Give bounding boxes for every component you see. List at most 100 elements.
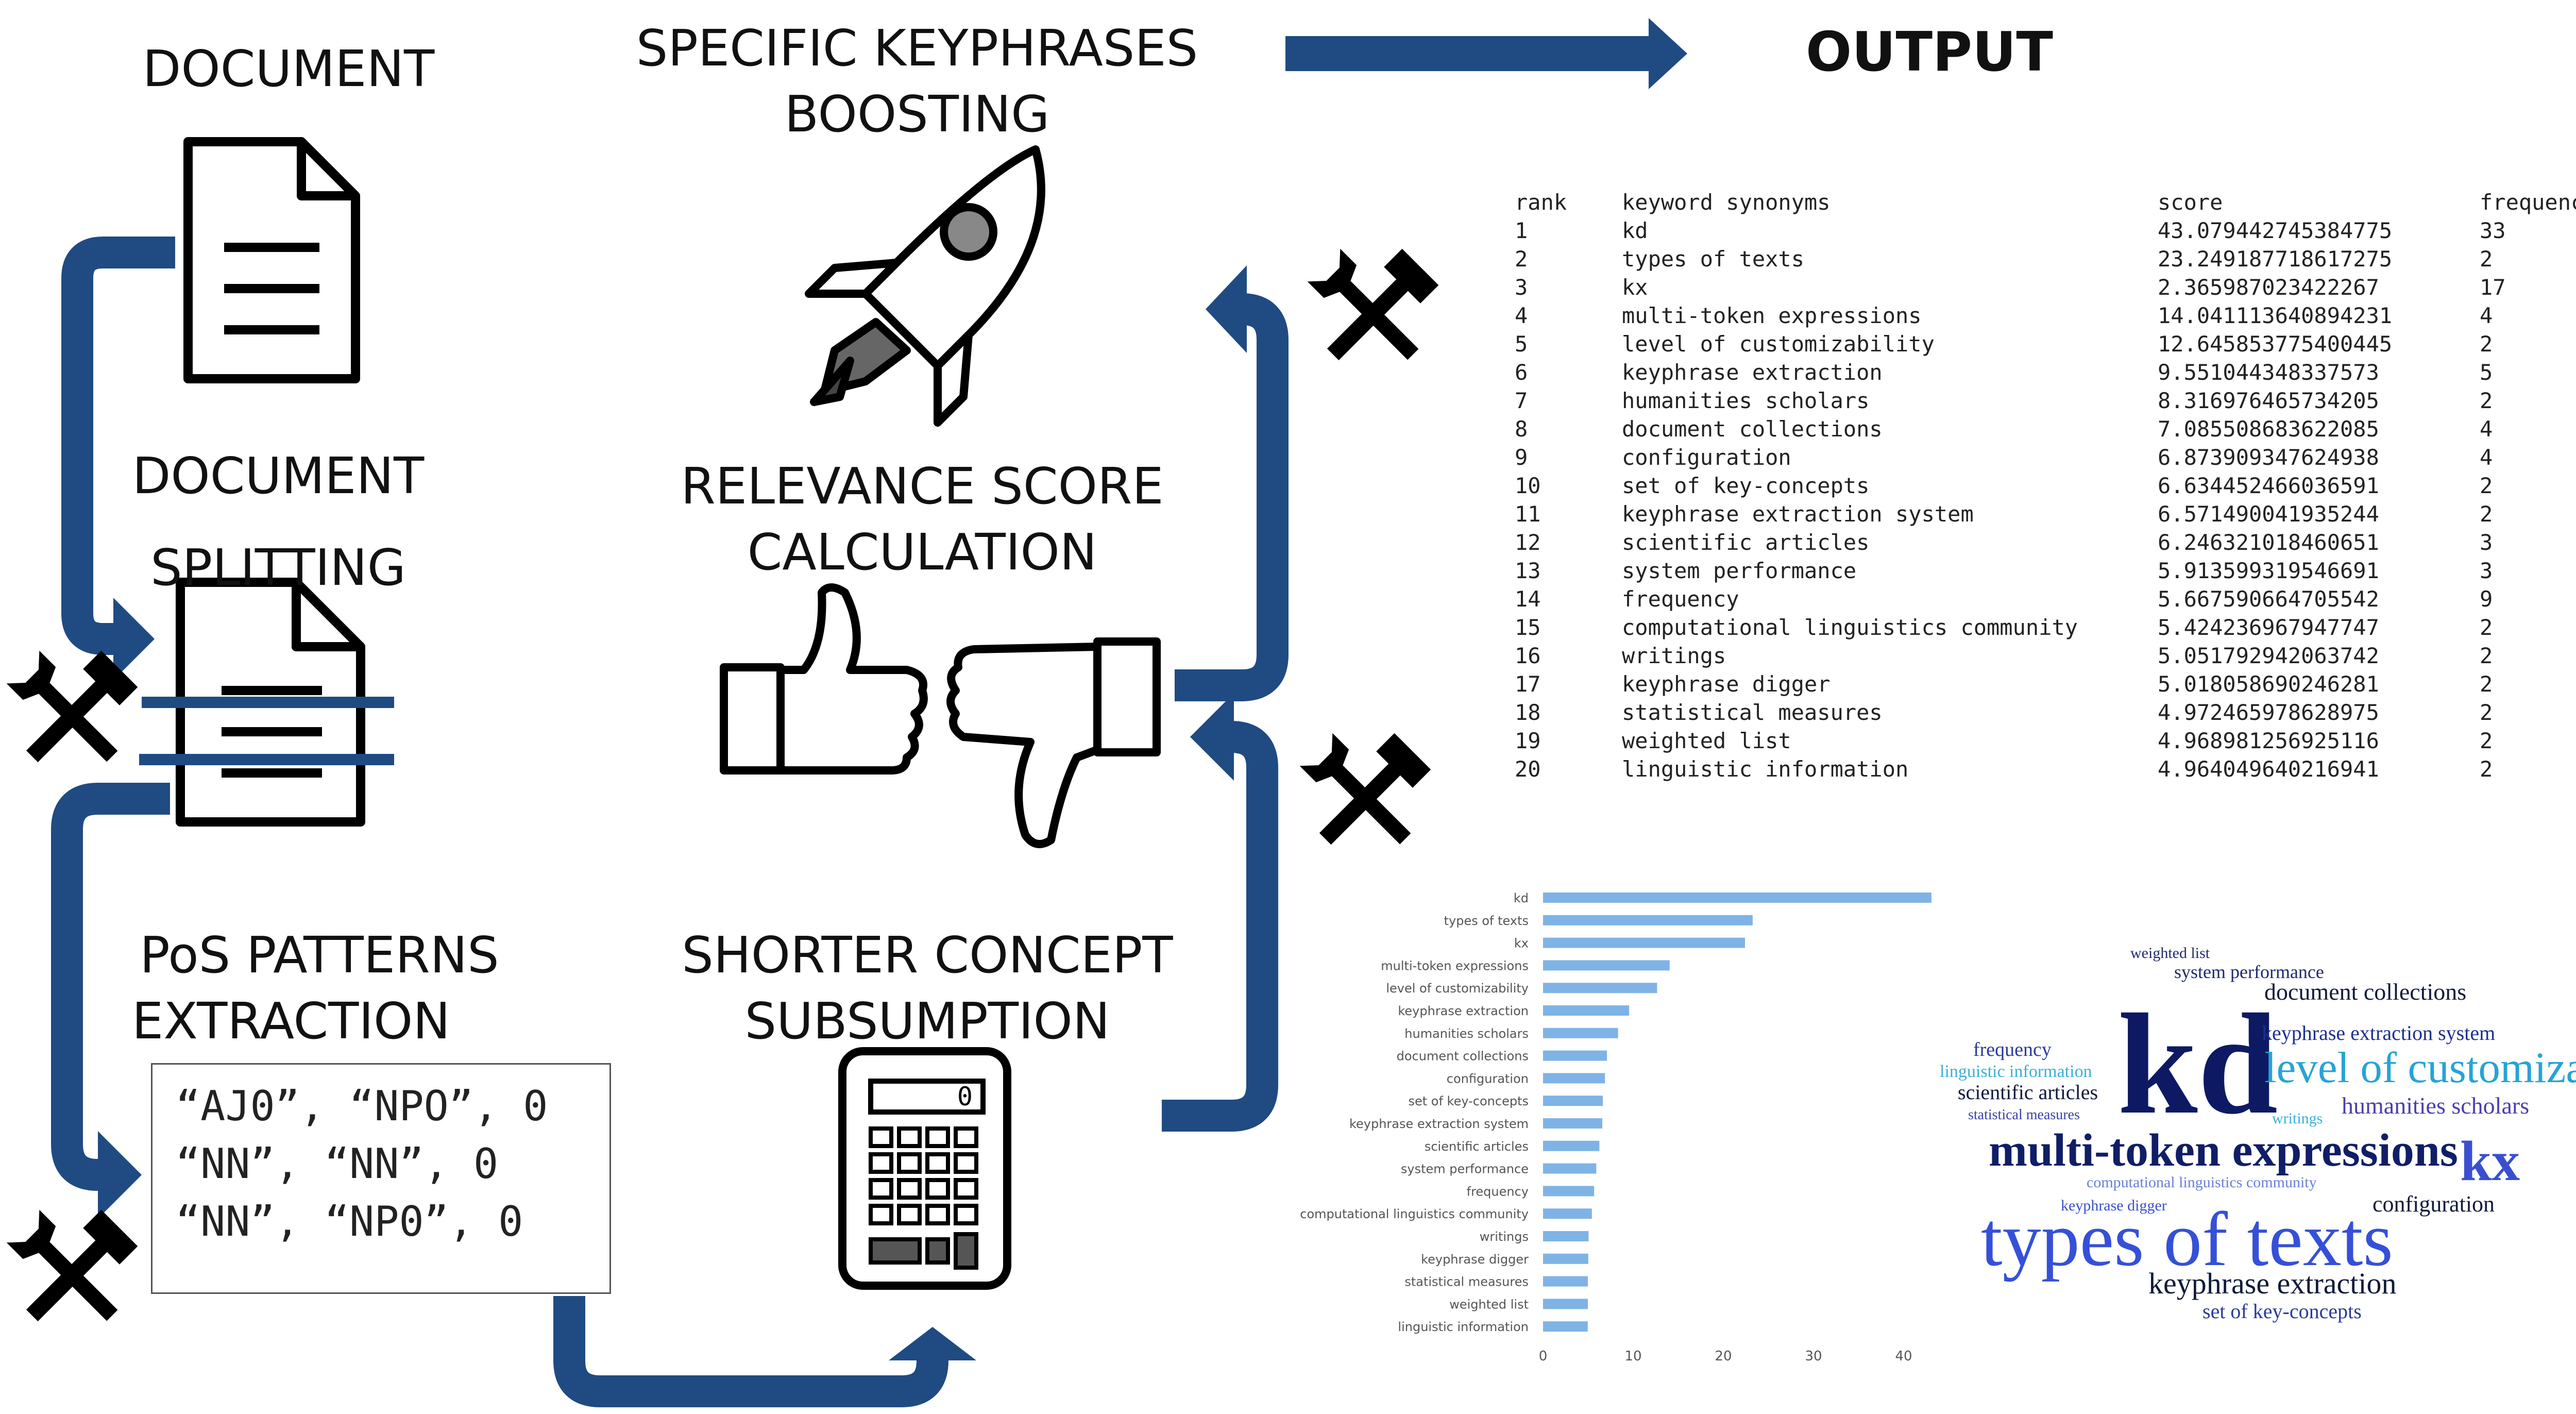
cell-rank: 19 bbox=[1515, 728, 1541, 753]
pos-pattern-line: “NN”, “NN”, 0 bbox=[176, 1140, 499, 1188]
x-tick-label: 30 bbox=[1805, 1349, 1822, 1364]
bar-category-label: system performance bbox=[1401, 1162, 1529, 1176]
wordcloud-word: computational linguistics community bbox=[2087, 1174, 2317, 1191]
wordcloud-word: linguistic information bbox=[1940, 1062, 2092, 1081]
cell-score: 7.085508683622085 bbox=[2158, 416, 2379, 442]
bar bbox=[1543, 1186, 1595, 1197]
cell-frequency: 2 bbox=[2480, 615, 2493, 640]
wordcloud-word: statistical measures bbox=[1968, 1107, 2080, 1123]
cell-keyword: kd bbox=[1622, 218, 1648, 243]
cell-keyword: keyphrase extraction system bbox=[1622, 501, 1974, 527]
bar-category-label: configuration bbox=[1447, 1071, 1529, 1086]
pos-pattern-line: “AJ0”, “NPO”, 0 bbox=[176, 1082, 548, 1130]
cell-score: 8.316976465734205 bbox=[2158, 388, 2379, 413]
cell-frequency: 5 bbox=[2480, 360, 2493, 385]
bar-category-label: document collections bbox=[1397, 1049, 1529, 1064]
wordcloud-word: kd bbox=[2117, 984, 2278, 1144]
flow-arrow-pos-to-subsumption bbox=[553, 1296, 976, 1407]
flow-arrow-relevance-to-boosting bbox=[1175, 265, 1289, 701]
stage-boosting-label: SPECIFIC KEYPHRASES BOOSTING bbox=[618, 15, 1216, 147]
bar bbox=[1543, 1231, 1589, 1241]
table-header-row: rank keyword synonyms score frequency bbox=[1515, 188, 2576, 216]
bar-category-label: frequency bbox=[1467, 1184, 1529, 1199]
tools-icon bbox=[1307, 248, 1439, 361]
stage-boosting-line1: SPECIFIC KEYPHRASES bbox=[636, 19, 1198, 77]
bar bbox=[1543, 1208, 1592, 1219]
cell-keyword: system performance bbox=[1622, 558, 1857, 583]
cell-frequency: 2 bbox=[2480, 643, 2493, 668]
cell-rank: 8 bbox=[1515, 416, 1528, 442]
tools-icon bbox=[6, 650, 138, 763]
stage-pos-line1: PoS PATTERNS bbox=[140, 926, 499, 984]
x-tick-label: 0 bbox=[1539, 1349, 1548, 1364]
stage-pos-label: PoS PATTERNS EXTRACTION bbox=[103, 922, 536, 1054]
stage-document-label: DOCUMENT bbox=[118, 36, 459, 102]
cell-keyword: set of key-concepts bbox=[1622, 473, 1870, 498]
wordcloud-word: keyphrase extraction bbox=[2148, 1267, 2397, 1300]
bar-category-label: keyphrase extraction system bbox=[1349, 1117, 1529, 1131]
cell-keyword: humanities scholars bbox=[1622, 388, 1870, 413]
calculator-display: 0 bbox=[957, 1082, 973, 1112]
bar-category-label: set of key-concepts bbox=[1408, 1094, 1529, 1108]
pos-pattern-line: “NN”, “NP0”, 0 bbox=[176, 1198, 523, 1245]
cell-keyword: computational linguistics community bbox=[1622, 615, 2078, 640]
cell-score: 12.645853775400445 bbox=[2158, 331, 2393, 357]
cell-keyword: scientific articles bbox=[1622, 530, 1870, 555]
flow-arrow-split-to-pos bbox=[51, 783, 170, 1219]
wordcloud-word: configuration bbox=[2372, 1191, 2495, 1217]
cell-keyword: configuration bbox=[1622, 445, 1791, 470]
wordcloud-word: frequency bbox=[1973, 1039, 2052, 1060]
bar bbox=[1543, 1299, 1588, 1309]
cell-rank: 5 bbox=[1515, 331, 1528, 357]
cell-keyword: writings bbox=[1622, 643, 1726, 668]
cell-score: 6.873909347624938 bbox=[2158, 445, 2379, 470]
bar-category-label: kx bbox=[1514, 936, 1529, 951]
cell-score: 6.571490041935244 bbox=[2158, 501, 2379, 527]
bar bbox=[1543, 1028, 1618, 1038]
bar bbox=[1543, 915, 1753, 925]
thumbs-up-icon bbox=[720, 583, 928, 775]
flow-arrow-to-output bbox=[1285, 18, 1687, 89]
stage-boosting-line2: BOOSTING bbox=[784, 85, 1050, 143]
bar-category-label: writings bbox=[1480, 1230, 1529, 1244]
bar bbox=[1543, 960, 1670, 971]
stage-subsumption-label: SHORTER CONCEPT SUBSUMPTION bbox=[644, 922, 1211, 1054]
bar bbox=[1543, 1253, 1588, 1264]
bar bbox=[1543, 1118, 1602, 1129]
cell-rank: 12 bbox=[1515, 530, 1541, 555]
column-header-frequency: frequency bbox=[2480, 190, 2576, 215]
wordcloud-word: keyphrase digger bbox=[2061, 1197, 2167, 1214]
cell-frequency: 4 bbox=[2480, 445, 2493, 470]
bar bbox=[1543, 1321, 1588, 1332]
cell-keyword: keyphrase digger bbox=[1622, 671, 1831, 697]
wordcloud-word: weighted list bbox=[2130, 945, 2210, 962]
cell-rank: 4 bbox=[1515, 303, 1528, 328]
wordcloud-word: keyphrase extraction system bbox=[2262, 1021, 2496, 1045]
cell-keyword: statistical measures bbox=[1622, 700, 1883, 725]
cell-score: 9.551044348337573 bbox=[2158, 360, 2379, 385]
bar-category-label: keyphrase extraction bbox=[1398, 1004, 1529, 1018]
bar-category-label: linguistic information bbox=[1398, 1320, 1529, 1334]
tools-icon bbox=[1299, 733, 1431, 845]
rocket-icon bbox=[805, 145, 1045, 427]
column-header-keyword: keyword synonyms bbox=[1622, 190, 1831, 215]
bar-category-label: statistical measures bbox=[1404, 1275, 1529, 1289]
cell-keyword: frequency bbox=[1622, 586, 1739, 612]
flow-arrow-doc-to-split bbox=[61, 237, 175, 680]
wordcloud-word: humanities scholars bbox=[2342, 1092, 2530, 1119]
cell-frequency: 17 bbox=[2480, 275, 2506, 300]
stage-relevance-line1: RELEVANCE SCORE bbox=[681, 457, 1164, 515]
cell-keyword: kx bbox=[1622, 275, 1648, 300]
cell-rank: 2 bbox=[1515, 246, 1528, 272]
cell-keyword: types of texts bbox=[1622, 246, 1805, 272]
stage-relevance-line2: CALCULATION bbox=[747, 523, 1097, 581]
cell-score: 5.913599319546691 bbox=[2158, 558, 2379, 583]
cell-frequency: 3 bbox=[2480, 530, 2493, 555]
